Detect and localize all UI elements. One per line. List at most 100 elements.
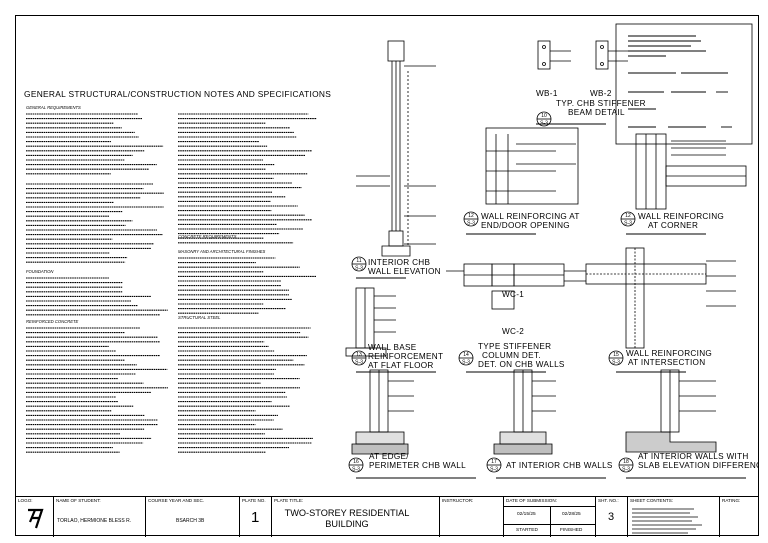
tb-course-cell: COURSE YEAR AND SEC. BSARCH 3B (146, 497, 240, 537)
sheet-no-value: 3 (608, 511, 615, 523)
notes-heading-0: GENERAL REQUIREMENTS (26, 105, 81, 110)
title-12a-2: END/DOOR OPENING (481, 221, 570, 230)
tb-sheet-no-cell: SHT. NO.: 3 (596, 497, 628, 537)
tb-student-cell: NAME OF STUDENT: TORLAO, HERMIONE BLESS … (54, 497, 146, 537)
tb-sheet-contents-cell: SHEET CONTENTS: (628, 497, 720, 537)
detail-labels: 10 S-3 11 S-3 12 S-3 12 S-3 13 S-3 14 S-… (352, 89, 758, 473)
notes-heading-3: MASONRY AND ARCHITECTURAL FINISHES (178, 249, 266, 254)
title-13c: AT FLAT FLOOR (368, 361, 434, 370)
sheet-contents-list (632, 508, 702, 534)
title-10a: TYP. CHB STIFFENER (556, 99, 646, 108)
title-13a: WALL BASE (368, 343, 417, 352)
bubble-sheet-10: S-3 (540, 121, 548, 127)
rating-label: RATING: (722, 498, 741, 503)
title-18b: SLAB ELEVATION DIFFERENCE (638, 461, 758, 470)
bubble-sheet-16: S-3 (352, 467, 360, 473)
title-12b-2: AT CORNER (648, 221, 698, 230)
title-11a: INTERIOR CHB (368, 258, 431, 267)
tb-plate-no-cell: PLATE NO. 1 (240, 497, 272, 537)
sheet-contents-label: SHEET CONTENTS: (630, 498, 674, 503)
title-10b: BEAM DETAIL (568, 108, 625, 117)
title-12a-1: WALL REINFORCING AT (481, 212, 580, 221)
info-box (615, 23, 753, 145)
student-name: TORLAO, HERMIONE BLESS R. (57, 518, 132, 524)
bubble-num-18: 18 (623, 459, 629, 465)
title-15a: WALL REINFORCING (626, 349, 712, 358)
title-wb1: WB-1 (536, 89, 558, 98)
plate-title-label: PLATE TITLE: (274, 498, 304, 503)
title-16b: PERIMETER CHB WALL (369, 461, 466, 470)
bubble-num-17: 17 (491, 459, 497, 465)
bubble-sheet-17: S-3 (490, 467, 498, 473)
finished-label: FINISHED (560, 528, 583, 533)
title-11b: WALL ELEVATION (368, 267, 441, 276)
bubble-sheet-12b: S-3 (624, 221, 632, 227)
detail-12-corner (635, 133, 747, 210)
bubble-sheet-15: S-3 (612, 360, 620, 366)
detail-14-columns (446, 263, 586, 310)
notes-heading-2: REINFORCED CONCRETE (26, 319, 79, 324)
title-18a: AT INTERIOR WALLS WITH (638, 452, 749, 461)
bubble-sheet-12a: S-3 (467, 221, 475, 227)
bubble-num-12b: 12 (625, 213, 631, 219)
notes-lines (26, 113, 317, 453)
started-date: 02/15/25 (517, 512, 536, 517)
detail-18-slab-difference (625, 369, 717, 453)
plate-title-line-2: BUILDING (325, 519, 369, 529)
finished-date: 02/28/25 (562, 512, 581, 517)
bubble-sheet-13: S-3 (355, 360, 363, 366)
notes-heading-4: CONCRETE REQUIREMENTS (178, 234, 237, 239)
tb-plate-title-cell: PLATE TITLE: TWO-STOREY RESIDENTIAL BUIL… (272, 497, 440, 537)
bubble-sheet-11: S-3 (355, 266, 363, 272)
detail-10-beam (537, 40, 628, 70)
student-label: NAME OF STUDENT: (56, 498, 101, 503)
drawing-sheet: GENERAL STRUCTURAL/CONSTRUCTION NOTES AN… (15, 15, 759, 537)
course-label: COURSE YEAR AND SEC. (148, 498, 205, 503)
bubble-num-16: 16 (353, 459, 359, 465)
bubble-num-12a: 12 (468, 213, 474, 219)
drawing-area (345, 23, 753, 479)
detail-12-door-opening (485, 127, 579, 205)
title-12b-1: WALL REINFORCING (638, 212, 724, 221)
tb-logo-cell: LOGO: (16, 497, 54, 537)
instructor-label: INSTRUCTOR: (442, 498, 474, 503)
notes-heading-5: STRUCTURAL STEEL (178, 315, 221, 320)
bubble-num-15: 15 (613, 352, 619, 358)
plate-no-value: 1 (251, 509, 260, 526)
bubble-sheet-18: S-3 (622, 467, 630, 473)
plate-title-line-1: TWO-STOREY RESIDENTIAL (284, 508, 410, 518)
detail-15-intersection (585, 247, 736, 349)
title-wc1: WC-1 (502, 290, 524, 299)
tb-submission-cell: DATE OF SUBMISSION: 02/15/25 02/28/25 ST… (504, 497, 596, 537)
tb-rating-cell: RATING: (720, 497, 758, 537)
detail-13-wall-base (345, 287, 396, 357)
bubble-num-11: 11 (356, 258, 361, 264)
title-14a: TYPE STIFFENER (478, 342, 551, 351)
title-17: AT INTERIOR CHB WALLS (506, 461, 613, 470)
title-15b: AT INTERSECTION (628, 358, 705, 367)
plate-no-label: PLATE NO. (242, 498, 266, 503)
notes-section-headings: GENERAL REQUIREMENTSFOUNDATIONREINFORCED… (26, 105, 266, 324)
bubble-num-10: 10 (541, 113, 547, 119)
bubble-sheet-14: S-3 (462, 360, 470, 366)
detail-17-interior-wall (493, 369, 556, 455)
detail-11-wall-elevation (356, 40, 436, 257)
notes-text-block: GENERAL REQUIREMENTSFOUNDATIONREINFORCED… (26, 105, 317, 453)
title-14c: DET. ON CHB WALLS (478, 360, 565, 369)
title-16a: AT EDGE/ (369, 452, 409, 461)
title-block: LOGO: NAME OF STUDENT: TORLAO, HERMIONE … (16, 496, 758, 537)
school-logo-icon (28, 508, 44, 529)
notes-title: GENERAL STRUCTURAL/CONSTRUCTION NOTES AN… (24, 89, 332, 99)
logo-label: LOGO: (18, 498, 33, 503)
title-wb2: WB-2 (590, 89, 612, 98)
detail-16-perimeter-wall (351, 369, 414, 455)
submission-label: DATE OF SUBMISSION: (506, 498, 557, 503)
started-label: STARTED (516, 528, 538, 533)
title-14b: COLUMN DET. (482, 351, 541, 360)
bubble-num-14: 14 (463, 352, 469, 358)
tb-instructor-cell: INSTRUCTOR: (440, 497, 504, 537)
sheet-no-label: SHT. NO.: (598, 498, 619, 503)
bubble-num-13: 13 (356, 352, 362, 358)
course-value: BSARCH 3B (176, 518, 205, 524)
title-wc2: WC-2 (502, 327, 524, 336)
